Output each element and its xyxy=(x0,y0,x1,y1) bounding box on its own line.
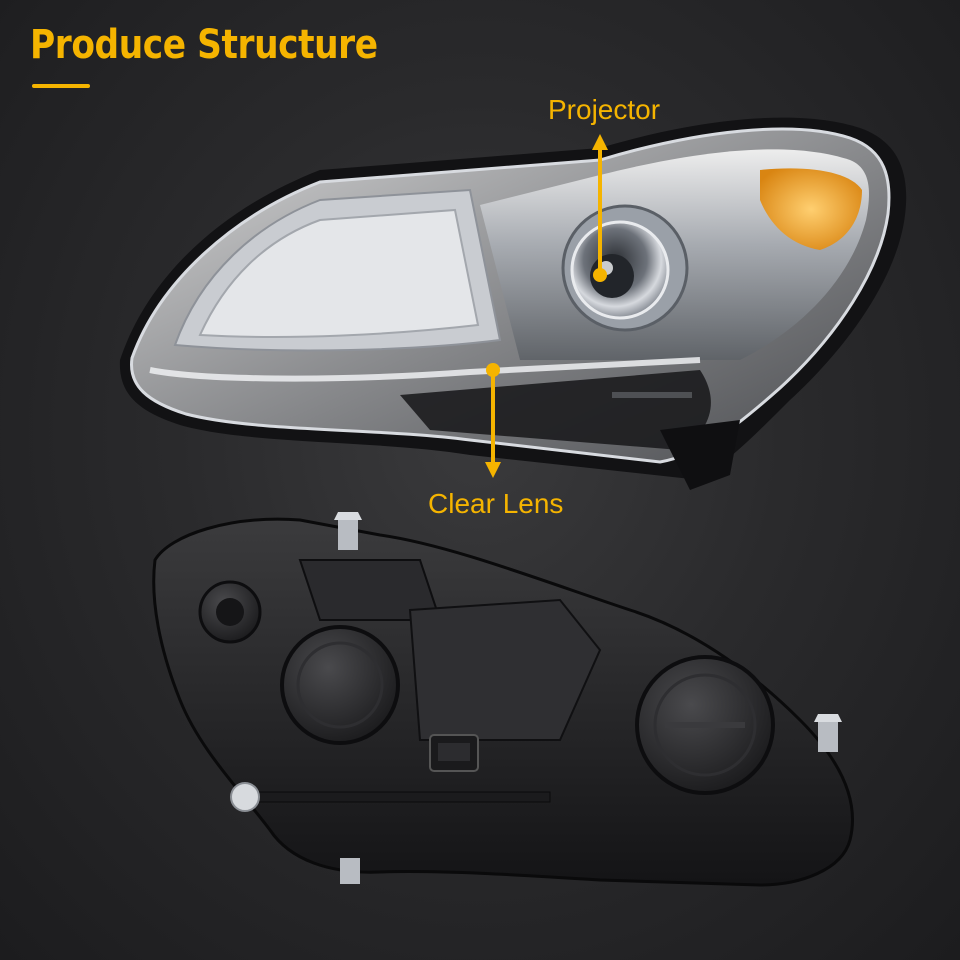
clear-lens-callout-arrow xyxy=(485,363,501,478)
amber-turn-signal xyxy=(760,168,862,250)
projector-label: Projector xyxy=(548,94,661,125)
mounting-bolt xyxy=(814,714,842,752)
mounting-bolt xyxy=(340,858,360,884)
projector-callout-arrow xyxy=(592,134,608,282)
title-underline xyxy=(32,84,90,88)
projector-lens xyxy=(561,204,689,332)
clear-lens-label: Clear Lens xyxy=(428,488,564,519)
headlight-front-view xyxy=(119,117,907,490)
page-title: Produce Structure xyxy=(30,22,378,68)
headlight-rear-view xyxy=(152,512,855,887)
mounting-bolt xyxy=(334,512,362,550)
adjuster-knob xyxy=(230,782,260,812)
